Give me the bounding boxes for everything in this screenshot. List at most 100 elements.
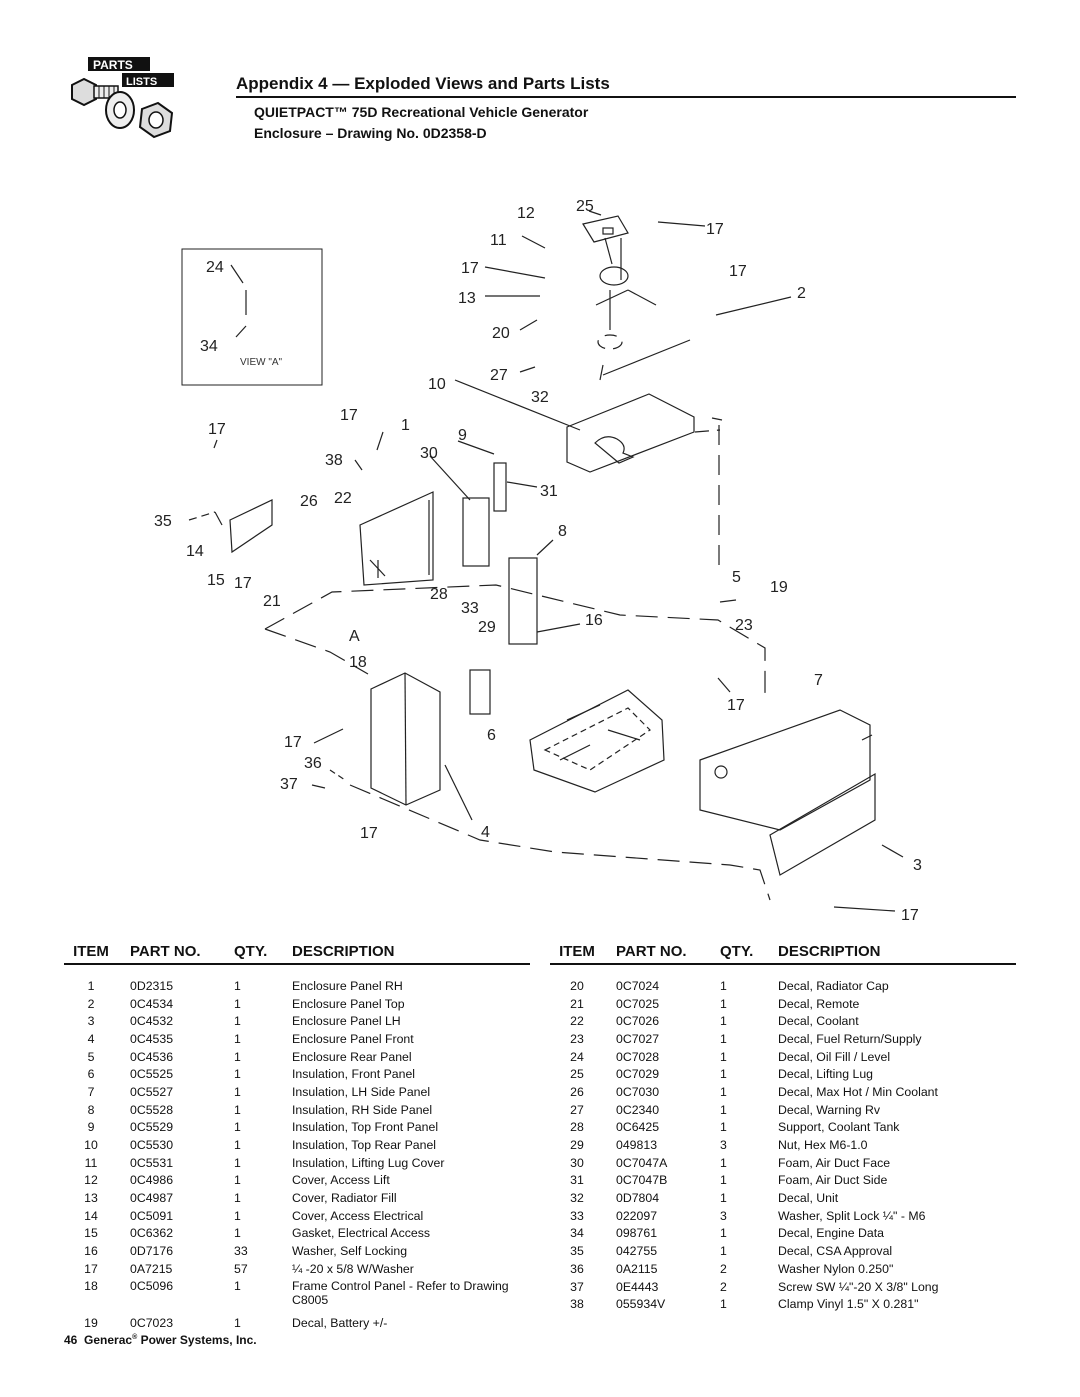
- description-line: Insulation, LH Side Panel: [292, 1084, 431, 1099]
- part-no-cell: 0C7024: [616, 978, 660, 993]
- description-line: Insulation, Top Rear Panel: [292, 1138, 437, 1153]
- qty-cell: 1: [720, 978, 727, 993]
- qty-cell: 1: [720, 1049, 727, 1064]
- header-part-no: PART NO.: [616, 943, 687, 960]
- item-cell: 24: [570, 1049, 584, 1064]
- description-cell: Support, Coolant Tank: [768, 1120, 1016, 1134]
- callout-17: 17: [208, 421, 226, 438]
- description-line: Foam, Air Duct Side: [778, 1173, 888, 1188]
- callout-3: 3: [913, 857, 922, 874]
- part-no-cell: 0C6425: [616, 1120, 660, 1135]
- description-cell: Enclosure Panel Front: [282, 1032, 530, 1046]
- description-cell: Insulation, Top Rear Panel: [282, 1138, 530, 1152]
- qty-cell: 1: [234, 1031, 241, 1046]
- part-no-cell: 0C4987: [130, 1191, 174, 1206]
- description-cell: Insulation, Front Panel: [282, 1067, 530, 1081]
- item-cell: 14: [84, 1208, 98, 1223]
- callout-17: 17: [360, 825, 378, 842]
- callout-20: 20: [492, 325, 510, 342]
- item-cell: 9: [87, 1120, 95, 1135]
- description-line-2: C8005: [292, 1292, 329, 1307]
- qty-cell: 1: [234, 1120, 241, 1135]
- part-no-cell: 0C4535: [130, 1031, 174, 1046]
- part-no-cell: 0C5529: [130, 1120, 174, 1135]
- part-no-cell: 0A2115: [616, 1261, 658, 1276]
- base-tray: [529, 689, 665, 793]
- part-no-cell: 0C4986: [130, 1173, 174, 1188]
- description-line: Decal, Warning Rv: [778, 1102, 881, 1117]
- item-cell: 18: [84, 1278, 98, 1293]
- header-rule: [236, 96, 1016, 98]
- header-qty: QTY.: [234, 943, 268, 960]
- description-line: Decal, Remote: [778, 996, 860, 1011]
- description-cell: Screw SW ¼"-20 X 3/8" Long: [768, 1280, 1016, 1294]
- bolt-head-icon: [71, 77, 97, 107]
- qty-cell: 1: [234, 1049, 241, 1064]
- item-cell: 17: [84, 1261, 98, 1276]
- qty-cell: 1: [234, 1155, 241, 1170]
- subtitle-line-2: Enclosure – Drawing No. 0D2358-D: [254, 125, 487, 141]
- part-no-cell: 0C7023: [130, 1315, 174, 1330]
- qty-cell: 1: [720, 1067, 727, 1082]
- qty-cell: 33: [234, 1244, 248, 1259]
- qty-cell: 57: [234, 1261, 248, 1276]
- description-cell: Nut, Hex M6-1.0: [768, 1138, 1016, 1152]
- qty-cell: 1: [234, 1067, 241, 1082]
- part-no-cell: 0C5530: [130, 1138, 174, 1153]
- description-line: Washer, Self Locking: [292, 1244, 408, 1259]
- part-no-cell: 0C7047A: [616, 1155, 668, 1170]
- item-cell: 29: [570, 1138, 584, 1153]
- description-cell: Decal, Oil Fill / Level: [768, 1050, 1016, 1064]
- view-a-marker: A: [349, 628, 360, 645]
- qty-cell: 1: [234, 1138, 241, 1153]
- part-no-cell: 0C4536: [130, 1049, 174, 1064]
- callout-31: 31: [540, 483, 558, 500]
- item-cell: 34: [570, 1226, 584, 1241]
- description-line: Decal, Oil Fill / Level: [778, 1049, 891, 1064]
- item-cell: 22: [570, 1014, 584, 1029]
- callout-25: 25: [576, 198, 594, 215]
- description-line: Enclosure Panel Front: [292, 1031, 414, 1046]
- callout-17: 17: [234, 575, 252, 592]
- callout-17: 17: [706, 221, 724, 238]
- qty-cell: 1: [720, 1191, 727, 1206]
- callout-17: 17: [340, 407, 358, 424]
- part-no-cell: 0C7029: [616, 1067, 660, 1082]
- part-no-cell: 0C5096: [130, 1278, 174, 1293]
- exploded-view-drawing: VIEW "A" A 12 25 17 11 17 17 2 13 20 27 …: [0, 180, 1080, 930]
- description-line: Gasket, Electrical Access: [292, 1226, 431, 1241]
- item-cell: 16: [84, 1244, 98, 1259]
- qty-cell: 1: [234, 978, 241, 993]
- page-title: Appendix 4 — Exploded Views and Parts Li…: [236, 74, 610, 93]
- item-cell: 12: [84, 1173, 98, 1188]
- callout-17: 17: [901, 907, 919, 924]
- description-cell: Washer, Self Locking: [282, 1244, 530, 1258]
- item-cell: 26: [570, 1084, 584, 1099]
- callout-29: 29: [478, 619, 496, 636]
- item-cell: 20: [570, 978, 584, 993]
- table-row: 9 0C5529 1 Insulation, Top Front Panel: [64, 1119, 530, 1137]
- description-line: Washer Nylon 0.250": [778, 1261, 894, 1276]
- item-cell: 2: [87, 996, 95, 1011]
- description-line: Insulation, Top Front Panel: [292, 1120, 439, 1135]
- item-cell: 8: [87, 1102, 95, 1117]
- qty-cell: 3: [720, 1208, 727, 1223]
- item-cell: 11: [84, 1155, 98, 1170]
- part-no-cell: 049813: [616, 1138, 658, 1153]
- description-cell: Decal, Lifting Lug: [768, 1067, 1016, 1081]
- description-cell: Enclosure Panel Top: [282, 997, 530, 1011]
- callout-5: 5: [732, 569, 741, 586]
